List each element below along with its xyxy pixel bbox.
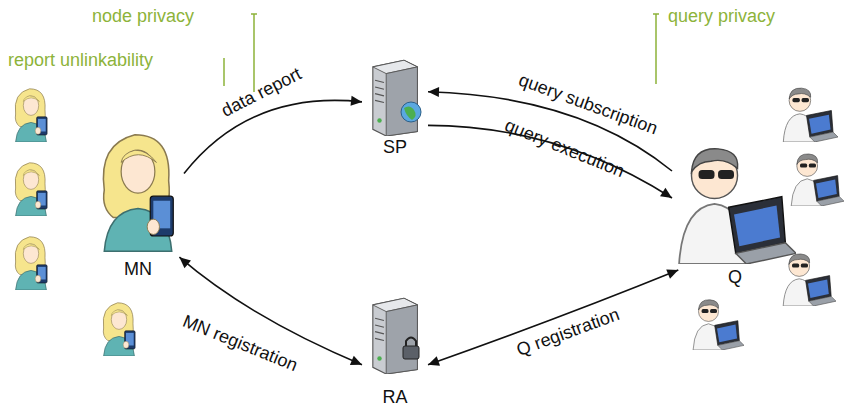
privacy-note: report unlinkability	[8, 50, 153, 71]
edge-label: query execution	[502, 114, 628, 181]
connector-arrow	[428, 270, 678, 366]
edge-label: data report	[218, 63, 305, 121]
node-label: SP	[381, 137, 409, 158]
actor-node: MN	[92, 128, 184, 280]
node-label: RA	[380, 387, 409, 408]
edge-label: Q registration	[514, 304, 623, 361]
node-label: MN	[122, 259, 154, 280]
actor-node: RA	[362, 294, 428, 408]
node-label: Q	[726, 267, 744, 288]
edge-label: MN registration	[179, 310, 300, 375]
privacy-note: node privacy	[92, 6, 194, 27]
actor-node: SP	[362, 56, 428, 158]
actor-node: Q	[672, 138, 798, 288]
connector-arrow	[184, 96, 362, 174]
privacy-note: query privacy	[668, 6, 775, 27]
